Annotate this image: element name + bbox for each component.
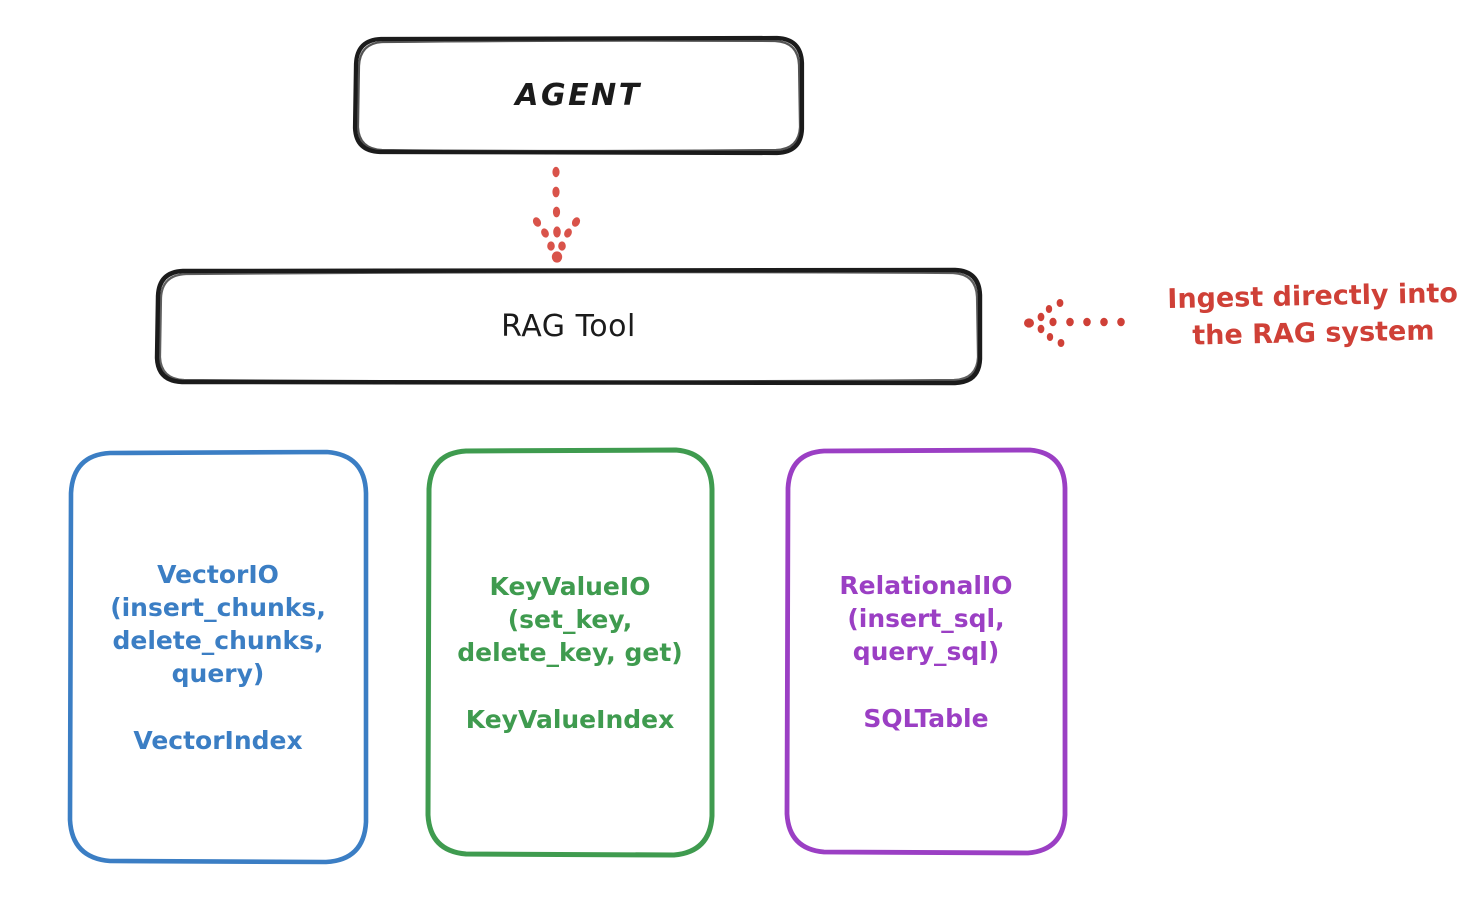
agent-label: AGENT — [515, 78, 642, 113]
key-value-io-api-label: KeyValueIO (set_key, delete_key, get) — [457, 571, 683, 667]
ingest-arrow-connector — [1024, 299, 1125, 347]
relational-io-box-outline — [784, 447, 1068, 856]
agent-to-rag-connector — [532, 166, 581, 263]
key-value-io-node[interactable]: KeyValueIO (set_key, delete_key, get) Ke… — [428, 450, 712, 855]
key-value-io-index-label: KeyValueIndex — [465, 704, 675, 734]
rag-tool-label: RAG Tool — [501, 309, 636, 344]
key-value-io-box-outline — [425, 447, 715, 858]
relational-io-node[interactable]: RelationalIO (insert_sql, query_sql) SQL… — [787, 450, 1065, 853]
vector-io-api-label: VectorIO (insert_chunks, delete_chunks, … — [110, 559, 326, 688]
ingest-annotation-text: Ingest directly into the RAG system — [1167, 277, 1459, 352]
relational-io-index-label: SQLTable — [863, 703, 989, 733]
rag-tool-box-outline — [154, 267, 983, 386]
rag-tool-node[interactable]: RAG Tool — [157, 270, 980, 383]
agent-node[interactable]: AGENT — [355, 38, 802, 153]
relational-io-api-label: RelationalIO (insert_sql, query_sql) — [839, 570, 1013, 666]
vector-io-box-outline — [67, 449, 369, 865]
agent-box-outline — [352, 35, 805, 156]
vector-io-node[interactable]: VectorIO (insert_chunks, delete_chunks, … — [70, 452, 366, 862]
vector-io-index-label: VectorIndex — [133, 725, 303, 755]
